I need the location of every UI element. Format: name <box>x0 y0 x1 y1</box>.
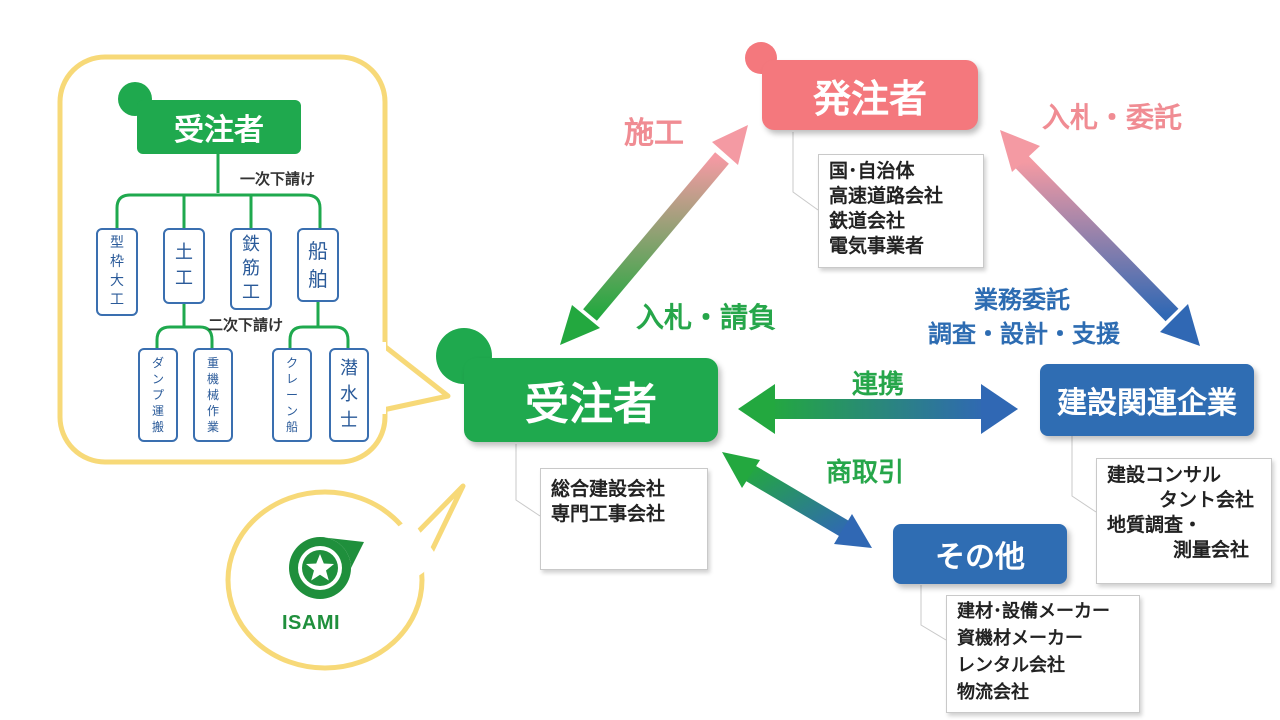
trade-diver-label: 潜水士 <box>340 358 358 431</box>
trade-crane-ship-label: クレーン船 <box>285 356 298 434</box>
trade-rebar-label: 鉄筋工 <box>242 234 260 303</box>
other-note: 建材･設備メーカー 資機材メーカー レンタル会社 物流会社 <box>946 595 1140 713</box>
bubble-contractor-title: 受注者 <box>137 100 301 154</box>
arrow-orderer-contractor <box>560 125 748 345</box>
arrow-contractor-other <box>722 452 872 548</box>
related-note: 建設コンサル タント会社 地質調査・ 測量会社 <box>1096 458 1272 584</box>
orderer-entity: 電気事業者 <box>829 235 925 257</box>
related-entity: タント会社 <box>1159 489 1255 511</box>
contractor-note: 総合建設会社 専門工事会社 <box>540 468 708 570</box>
contractor-entity: 総合建設会社 <box>551 478 666 500</box>
arrow-orderer-related <box>1000 130 1200 346</box>
trade-heavy: 重機械作業 <box>193 348 233 442</box>
label-business-commission: 業務委託 <box>974 286 1070 314</box>
other-entity: 建材･設備メーカー <box>957 601 1110 622</box>
trade-dump-label: ダンプ運搬 <box>151 356 164 434</box>
trade-ship: 船舶 <box>297 228 339 302</box>
related-entity: 建設コンサル <box>1107 464 1222 486</box>
label-construction: 施工 <box>624 116 684 151</box>
trade-diver: 潜水士 <box>329 348 369 442</box>
logo-text: ISAMI <box>282 612 341 634</box>
other-entity: 物流会社 <box>957 682 1029 703</box>
trade-dump: ダンプ運搬 <box>138 348 178 442</box>
isami-logo <box>280 530 370 602</box>
trade-heavy-label: 重機械作業 <box>206 356 219 434</box>
related-node: 建設関連企業 <box>1040 364 1254 436</box>
orderer-entity: 鉄道会社 <box>829 210 906 232</box>
trade-ship-label: 船舶 <box>308 239 328 291</box>
related-entity: 地質調査・ <box>1107 514 1203 536</box>
note-connectors <box>515 132 1097 641</box>
label-trade: 商取引 <box>826 458 905 488</box>
first-sub-label: 一次下請け <box>240 170 316 188</box>
other-entity: 資機材メーカー <box>957 628 1083 649</box>
trade-earthwork-label: 土工 <box>175 242 193 289</box>
isami-star-icon <box>289 537 364 599</box>
orderer-note: 国･自治体 高速道路会社 鉄道会社 電気事業者 <box>818 154 984 268</box>
trade-formwork-label: 型枠大工 <box>110 235 124 308</box>
orderer-entity: 高速道路会社 <box>829 185 944 207</box>
contractor-entity: 専門工事会社 <box>551 503 666 525</box>
other-entity: レンタル会社 <box>957 655 1065 676</box>
trade-earthwork: 土工 <box>163 228 205 304</box>
related-entity: 測量会社 <box>1173 539 1250 561</box>
second-sub-label: 二次下請け <box>208 316 284 334</box>
label-bid-commission: 入札・委託 <box>1042 101 1183 134</box>
contractor-node: 受注者 <box>464 358 718 442</box>
trade-formwork: 型枠大工 <box>96 228 138 316</box>
arrow-contractor-related <box>738 384 1018 434</box>
orderer-entity: 国･自治体 <box>829 160 915 182</box>
label-bid-contract: 入札・請負 <box>636 301 777 334</box>
trade-rebar: 鉄筋工 <box>230 228 272 310</box>
trade-crane-ship: クレーン船 <box>272 348 312 442</box>
orderer-node: 発注者 <box>762 60 978 130</box>
label-survey-design-support: 調査・設計・支援 <box>928 320 1120 348</box>
label-cooperation: 連携 <box>852 370 905 400</box>
other-node: その他 <box>893 524 1067 584</box>
